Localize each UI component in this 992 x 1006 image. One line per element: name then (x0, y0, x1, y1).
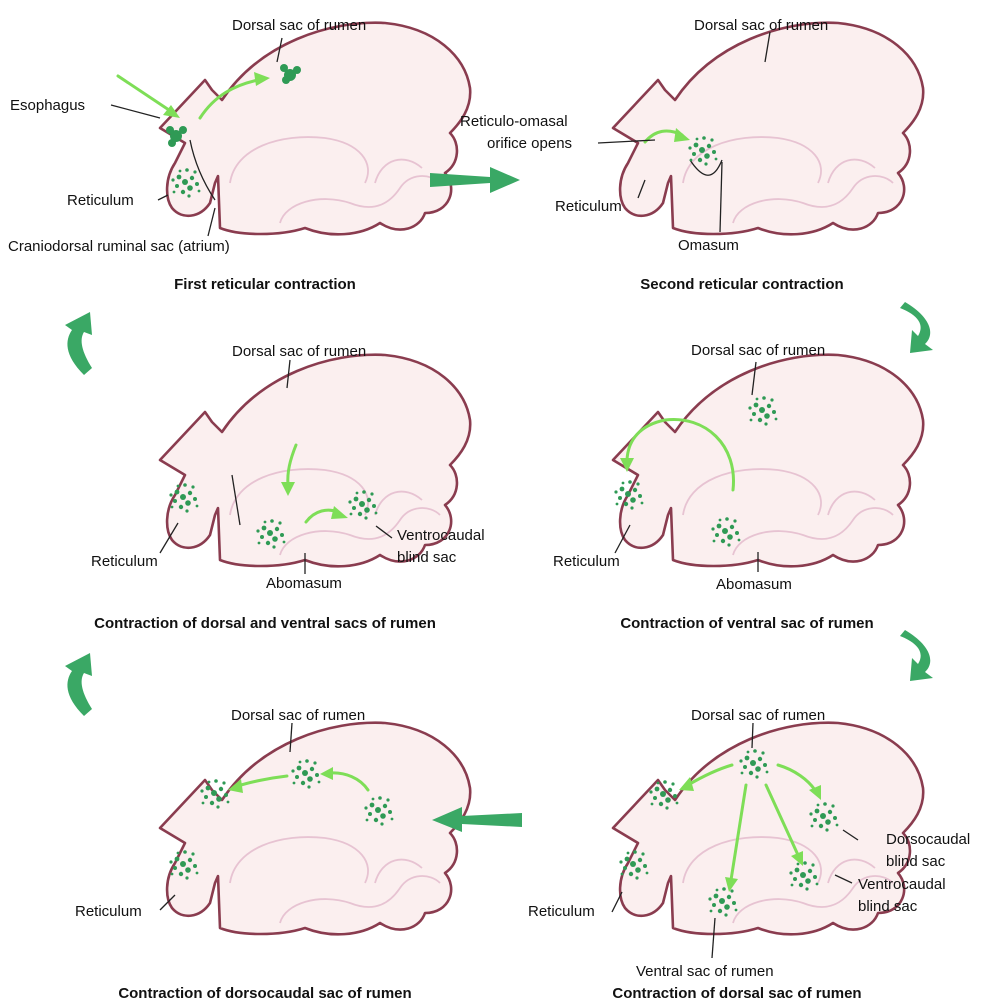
stomach-outline (613, 23, 923, 235)
label-dorsocaudal-blind-sac: Dorsocaudal (886, 831, 970, 848)
curved-arrow-up-icon (65, 653, 92, 716)
label-reticulum: Reticulum (67, 192, 134, 209)
label-reticulum: Reticulum (75, 903, 142, 920)
panel-second-reticular-contraction: Dorsal sac of rumen Reticulo-omasal orif… (460, 17, 923, 293)
panel-dorsal-sac: Dorsal sac of rumen Reticulum Dorsocauda… (528, 707, 970, 1002)
label-omasum: Omasum (678, 237, 739, 254)
curved-arrow-down-icon (900, 630, 933, 681)
label-ventrocaudal-blind-sac: Ventrocaudal (397, 527, 485, 544)
label-reticulum: Reticulum (553, 553, 620, 570)
label-abomasum: Abomasum (266, 575, 342, 592)
panel-first-reticular-contraction: Dorsal sac of rumen Esophagus Reticulum … (8, 17, 470, 293)
label-dorsal-sac: Dorsal sac of rumen (232, 343, 366, 360)
label-esophagus: Esophagus (10, 97, 85, 114)
label-blind-sac: blind sac (886, 853, 946, 870)
leader-line (208, 208, 215, 236)
curved-arrow-down-icon (900, 302, 933, 353)
panel-caption: Contraction of dorsal and ventral sacs o… (94, 615, 436, 632)
panel-caption: Contraction of ventral sac of rumen (620, 615, 873, 632)
label-dorsal-sac: Dorsal sac of rumen (694, 17, 828, 34)
label-abomasum: Abomasum (716, 576, 792, 593)
label-orifice-opens: orifice opens (487, 135, 572, 152)
label-reticulum: Reticulum (528, 903, 595, 920)
panel-ventral-sac: Dorsal sac of rumen Reticulum Abomasum C… (553, 342, 923, 632)
panel-dorsal-and-ventral-sacs: Dorsal sac of rumen Reticulum Abomasum V… (91, 343, 485, 632)
stomach-outline (613, 355, 923, 567)
label-dorsal-sac: Dorsal sac of rumen (232, 17, 366, 34)
leader-line (612, 892, 622, 912)
panel-caption: Second reticular contraction (640, 276, 843, 293)
label-ventrocaudal-blind-sac: Ventrocaudal (858, 876, 946, 893)
label-blind-sac: blind sac (858, 898, 918, 915)
leader-line (111, 105, 160, 118)
curved-arrow-up-icon (65, 312, 92, 375)
label-dorsal-sac: Dorsal sac of rumen (691, 342, 825, 359)
stomach-outline (160, 23, 470, 235)
label-reticulo-omasal: Reticulo-omasal (460, 113, 568, 130)
label-reticulum: Reticulum (555, 198, 622, 215)
panel-caption: First reticular contraction (174, 276, 356, 293)
panel-caption: Contraction of dorsal sac of rumen (612, 985, 861, 1002)
label-dorsal-sac: Dorsal sac of rumen (691, 707, 825, 724)
label-reticulum: Reticulum (91, 553, 158, 570)
panel-caption: Contraction of dorsocaudal sac of rumen (118, 985, 411, 1002)
label-dorsal-sac: Dorsal sac of rumen (231, 707, 365, 724)
stomach-outline (160, 723, 470, 935)
label-blind-sac: blind sac (397, 549, 457, 566)
label-ventral-sac: Ventral sac of rumen (636, 963, 774, 980)
label-atrium: Craniodorsal ruminal sac (atrium) (8, 238, 230, 255)
panel-dorsocaudal-sac: Dorsal sac of rumen Reticulum Contractio… (75, 707, 470, 1002)
